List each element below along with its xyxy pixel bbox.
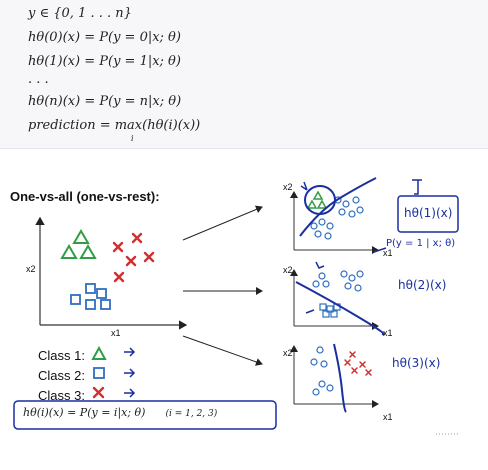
class3-label: Class 3: bbox=[38, 388, 85, 403]
formula-y-domain: y ∈ {0, 1 . . . n} bbox=[28, 6, 132, 21]
cross-marker bbox=[143, 251, 155, 263]
note1-text: hθ(1)(x) bbox=[404, 206, 453, 220]
class3-crosses bbox=[112, 232, 155, 283]
formula-prediction: prediction = max(hθ(i)(x)) bbox=[28, 118, 201, 133]
formula-panel: y ∈ {0, 1 . . . n} hθ(0)(x) = P(y = 0|x;… bbox=[0, 0, 488, 149]
subplot-3 bbox=[290, 343, 379, 413]
sub2-axis-y-label: x2 bbox=[283, 265, 293, 275]
square-marker bbox=[85, 299, 96, 310]
handwritten-notes bbox=[13, 179, 459, 430]
formula-hn: hθ(n)(x) = P(y = n|x; θ) bbox=[28, 94, 182, 109]
triangle-marker bbox=[60, 244, 78, 259]
cross-icon bbox=[92, 386, 105, 399]
legend-markers bbox=[91, 345, 107, 399]
main-plot-axes bbox=[35, 216, 188, 330]
cross-marker bbox=[112, 241, 124, 253]
formula-h0: hθ(0)(x) = P(y = 0|x; θ) bbox=[28, 30, 181, 45]
hypothesis-range: (i = 1, 2, 3) bbox=[165, 409, 218, 419]
note1-prob: P(y = 1 | x; θ) bbox=[386, 238, 456, 249]
subplot-1 bbox=[290, 177, 379, 254]
square-marker bbox=[96, 288, 107, 299]
class1-label: Class 1: bbox=[38, 348, 85, 363]
sub3-axis-x-label: x1 bbox=[383, 412, 393, 422]
formula-prediction-sub: i bbox=[131, 134, 134, 143]
subplot-2 bbox=[290, 261, 385, 336]
formula-h1: hθ(1)(x) = P(y = 1|x; θ) bbox=[28, 54, 181, 69]
cross-marker bbox=[125, 255, 137, 267]
class2-label: Class 2: bbox=[38, 368, 85, 383]
note2-text: hθ(2)(x) bbox=[398, 278, 447, 292]
diagram-canvas bbox=[13, 177, 459, 435]
main-axis-y-label: x2 bbox=[26, 264, 36, 274]
hypothesis-formula: hθ(i)(x) = P(y = i|x; θ) (i = 1, 2, 3) bbox=[23, 406, 217, 419]
triangle-marker bbox=[79, 244, 97, 259]
slide-title: One-vs-all (one-vs-rest): bbox=[10, 189, 160, 204]
hypothesis-box bbox=[13, 400, 277, 430]
square-marker bbox=[100, 299, 111, 310]
one-vs-all-slide: One-vs-all (one-vs-rest): bbox=[0, 150, 488, 470]
square-marker bbox=[85, 283, 96, 294]
sub1-axis-y-label: x2 bbox=[283, 182, 293, 192]
class1-triangles bbox=[60, 229, 97, 259]
note1-box bbox=[397, 195, 459, 233]
note3-text: hθ(3)(x) bbox=[392, 356, 441, 370]
cross-marker bbox=[131, 232, 143, 244]
formula-dots: . . . bbox=[28, 72, 49, 87]
hypothesis-text: hθ(i)(x) = P(y = i|x; θ) bbox=[23, 406, 146, 419]
triangle-marker bbox=[72, 229, 90, 244]
arrows bbox=[182, 205, 263, 366]
main-axis-x-label: x1 bbox=[111, 328, 121, 338]
square-marker bbox=[70, 294, 81, 305]
square-icon bbox=[93, 367, 105, 379]
cross-marker bbox=[113, 271, 125, 283]
sub1-axis-x-label: x1 bbox=[383, 248, 393, 258]
sub3-axis-y-label: x2 bbox=[283, 348, 293, 358]
triangle-icon bbox=[91, 345, 107, 360]
sub2-axis-x-label: x1 bbox=[383, 328, 393, 338]
class2-squares bbox=[70, 283, 111, 310]
